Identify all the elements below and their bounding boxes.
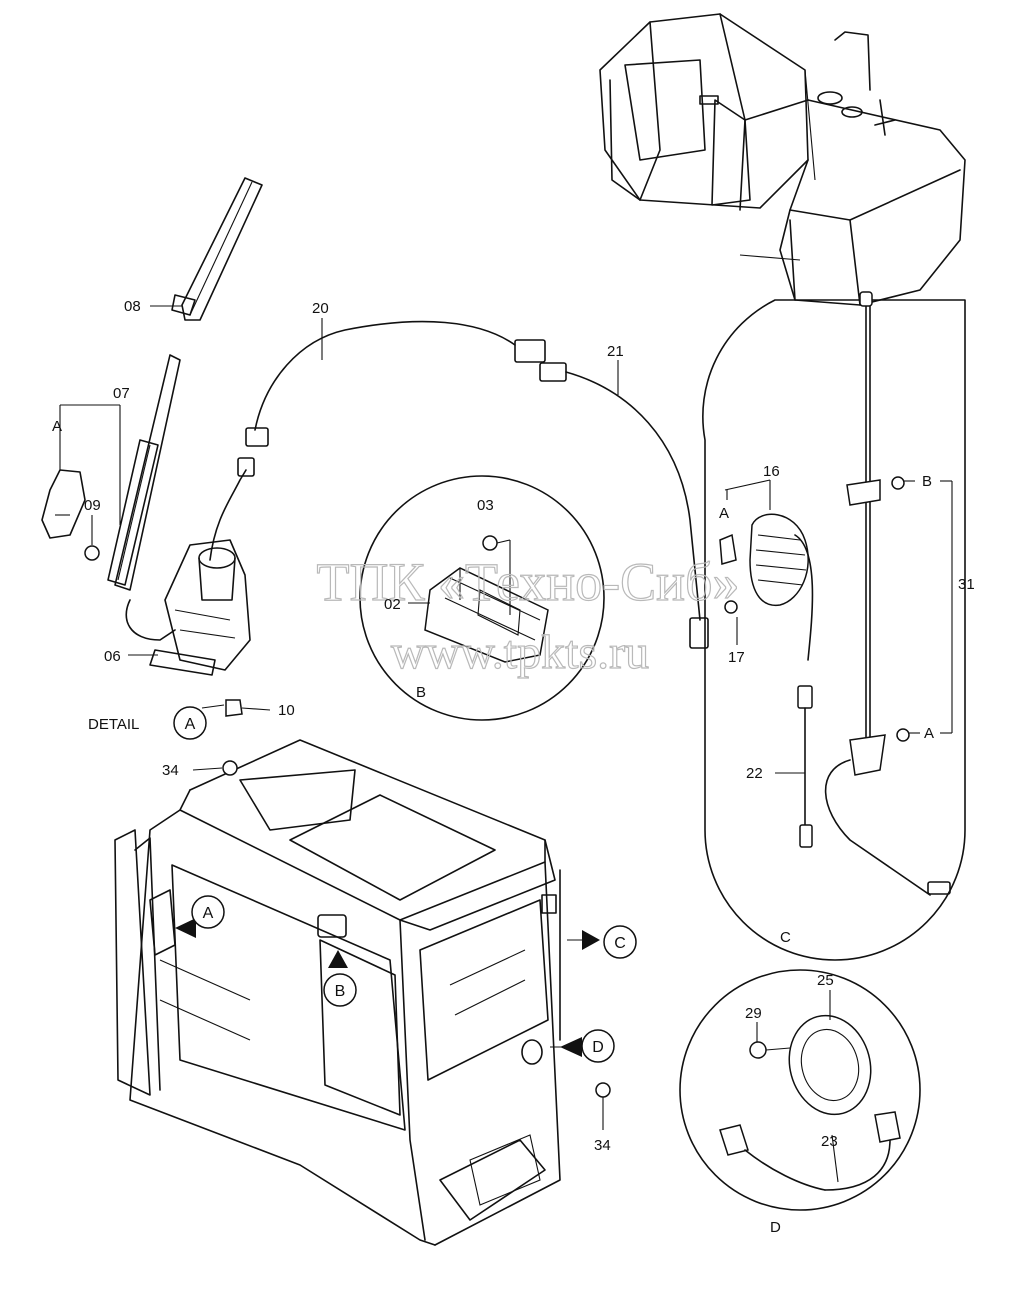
detail-circle-d: D bbox=[581, 1029, 615, 1063]
detail-circle-a-letter: A bbox=[203, 905, 214, 922]
bolt-09 bbox=[84, 545, 100, 561]
cable-22 bbox=[797, 685, 813, 848]
label-31: 31 bbox=[958, 576, 975, 593]
wiper-motor-06 bbox=[125, 457, 255, 676]
label-25: 25 bbox=[817, 972, 834, 989]
detail-caption: DETAIL bbox=[88, 716, 139, 733]
label-b-detail: B bbox=[416, 684, 426, 701]
detail-c-capsule bbox=[702, 299, 966, 961]
cab-illustration bbox=[114, 739, 611, 1246]
label-a-ref-31: A bbox=[924, 725, 934, 742]
label-17: 17 bbox=[728, 649, 745, 666]
wiper-clip-a bbox=[41, 469, 86, 539]
watermark-line-1: ТПК «Техно-Сиб» bbox=[317, 552, 740, 612]
lamp-16 bbox=[719, 513, 814, 661]
wiper-arm-07 bbox=[107, 354, 181, 591]
detail-circle-a: A bbox=[191, 895, 225, 929]
detail-circle-c: C bbox=[603, 925, 637, 959]
detail-a-caption-letter: A bbox=[185, 716, 196, 733]
detail-circle-b: B bbox=[323, 973, 357, 1007]
label-08: 08 bbox=[124, 298, 141, 315]
label-03: 03 bbox=[477, 497, 494, 514]
detail-circle-d-letter: D bbox=[592, 1039, 604, 1056]
label-16: 16 bbox=[763, 463, 780, 480]
watermark: ТПК «Техно-Сиб» www.tpkts.ru bbox=[316, 551, 740, 679]
label-c-detail: C bbox=[780, 929, 791, 946]
label-10: 10 bbox=[278, 702, 295, 719]
antenna-31 bbox=[824, 291, 951, 896]
label-21: 21 bbox=[607, 343, 624, 360]
watermark-line-2: www.tpkts.ru bbox=[391, 626, 649, 679]
label-22: 22 bbox=[746, 765, 763, 782]
excavator-overview-illustration bbox=[599, 13, 966, 306]
label-23: 23 bbox=[821, 1133, 838, 1150]
detail-d-circle bbox=[679, 969, 921, 1211]
detail-pointers bbox=[175, 704, 600, 1057]
label-a-ref-07: A bbox=[52, 418, 62, 435]
harness-21 bbox=[539, 362, 709, 649]
label-07: 07 bbox=[113, 385, 130, 402]
label-d-detail: D bbox=[770, 1219, 781, 1236]
wiper-blade-08 bbox=[171, 177, 263, 321]
label-b-ref-31: B bbox=[922, 473, 932, 490]
leader-lines bbox=[59, 305, 953, 1183]
part-labels: 08 07 A 09 06 10 DETAIL 20 21 03 02 B 16… bbox=[52, 298, 975, 1236]
label-34-top: 34 bbox=[162, 762, 179, 779]
label-02: 02 bbox=[384, 596, 401, 613]
detail-circle-c-letter: C bbox=[614, 935, 626, 952]
detail-a-caption-circle: A bbox=[173, 706, 207, 740]
label-09: 09 bbox=[84, 497, 101, 514]
detail-circle-b-letter: B bbox=[335, 983, 346, 1000]
label-06: 06 bbox=[104, 648, 121, 665]
label-29: 29 bbox=[745, 1005, 762, 1022]
harness-20 bbox=[245, 320, 546, 447]
label-34-bottom: 34 bbox=[594, 1137, 611, 1154]
detail-b-circle bbox=[359, 475, 605, 721]
label-20: 20 bbox=[312, 300, 329, 317]
label-a-ref-16: A bbox=[719, 505, 729, 522]
bolt-10 bbox=[225, 699, 271, 717]
